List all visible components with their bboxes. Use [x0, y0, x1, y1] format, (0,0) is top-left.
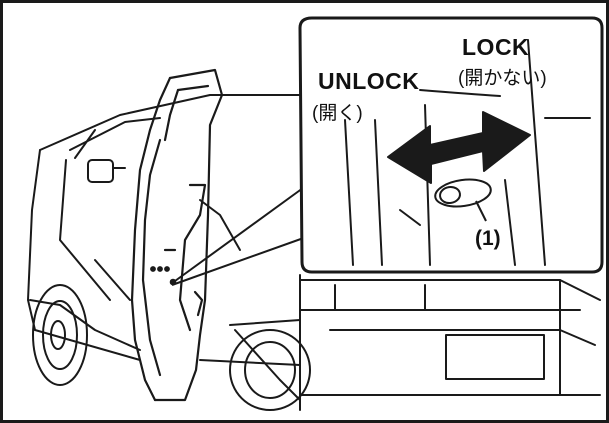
double-arrow-icon	[387, 111, 531, 184]
callout-leader	[171, 187, 313, 286]
unlock-sub-label: (開く)	[312, 103, 363, 124]
callout-number: (1)	[475, 227, 501, 250]
child-lock-switch-icon	[434, 178, 492, 222]
unlock-label: UNLOCK	[318, 68, 420, 94]
car-icon	[27, 94, 601, 411]
lock-label: LOCK	[462, 34, 530, 60]
lock-sub-label: (開かない)	[458, 68, 547, 89]
